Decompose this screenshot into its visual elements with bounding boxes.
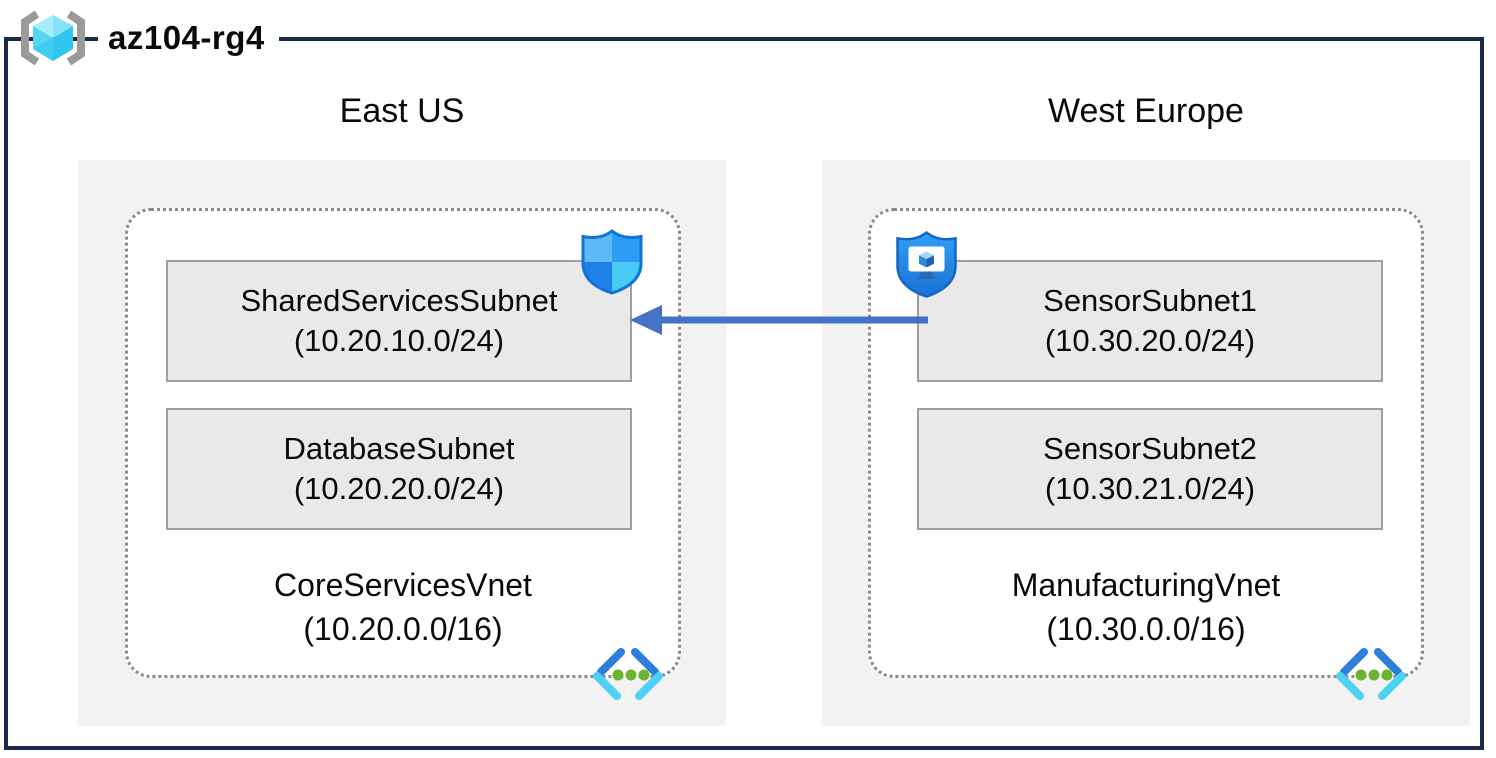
subnet-name: DatabaseSubnet <box>283 431 515 466</box>
peering-arrow <box>630 305 928 335</box>
subnet-box-sensorsubnet2: SensorSubnet2 (10.30.21.0/24) <box>917 408 1383 530</box>
subnet-cidr: (10.30.20.0/24) <box>1044 323 1256 358</box>
subnet-cidr: (10.20.20.0/24) <box>293 471 505 506</box>
subnet-name: SensorSubnet1 <box>1043 283 1257 318</box>
subnet-box-database: DatabaseSubnet (10.20.20.0/24) <box>166 408 632 530</box>
subnet-box-sensorsubnet1: SensorSubnet1 (10.30.20.0/24) <box>917 260 1383 382</box>
vnet-label-coreservices: CoreServicesVnet (10.20.0.0/16) <box>128 563 678 651</box>
vnet-label-manufacturing: ManufacturingVnet (10.30.0.0/16) <box>871 563 1421 651</box>
resource-group-border <box>4 37 1484 750</box>
vnet-name: ManufacturingVnet <box>1011 567 1281 603</box>
resource-group-title: az104-rg4 <box>98 9 279 67</box>
virtual-network-icon <box>1336 648 1406 700</box>
vnet-cidr: (10.20.0.0/16) <box>303 611 503 647</box>
region-label-west-europe: West Europe <box>1048 92 1244 130</box>
subnet-name: SharedServicesSubnet <box>240 283 558 318</box>
vnet-box-coreservices: SharedServicesSubnet (10.20.10.0/24) Dat… <box>125 208 681 700</box>
vnet-cidr: (10.30.0.0/16) <box>1046 611 1246 647</box>
vnet-box-manufacturing: SensorSubnet1 (10.30.20.0/24) SensorSubn… <box>868 208 1424 700</box>
vnet-name: CoreServicesVnet <box>274 567 532 603</box>
application-security-group-shield-icon <box>896 230 957 298</box>
subnet-cidr: (10.30.21.0/24) <box>1044 471 1256 506</box>
virtual-network-icon <box>593 648 663 700</box>
subnet-cidr: (10.20.10.0/24) <box>293 323 505 358</box>
subnet-box-sharedservices: SharedServicesSubnet (10.20.10.0/24) <box>166 260 632 382</box>
resource-group-icon <box>21 10 85 66</box>
subnet-name: SensorSubnet2 <box>1043 431 1257 466</box>
region-label-east-us: East US <box>339 92 465 130</box>
resource-group-legend: az104-rg4 <box>16 8 279 68</box>
network-security-group-shield-icon <box>581 229 643 295</box>
